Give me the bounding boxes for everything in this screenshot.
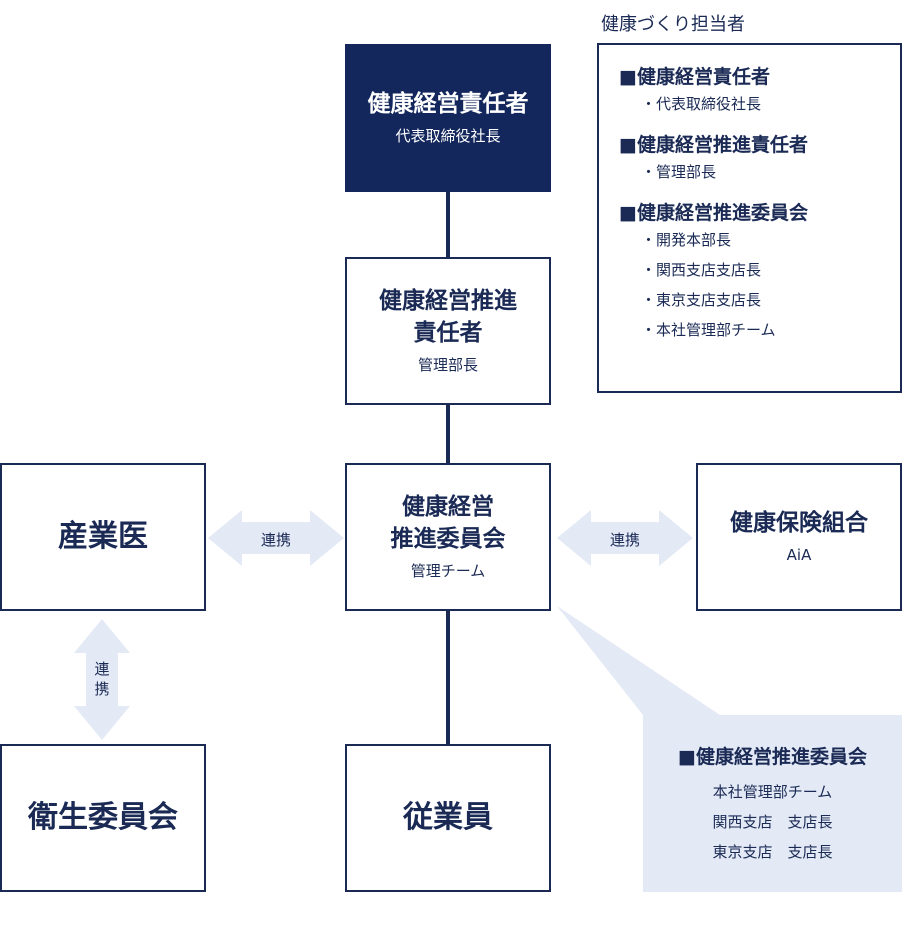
promo-lead-title-1: 健康経営推進: [379, 288, 517, 314]
safety-committee-title: 衛生委員会: [28, 800, 178, 835]
committee-title-2: 推進委員会: [390, 526, 506, 552]
doctor-title: 産業医: [58, 519, 148, 554]
legend-item: ・本社管理部チーム: [641, 321, 776, 339]
link-label-doctor-committee: 連携: [260, 531, 291, 549]
insurance-box: 健康保険組合 AiA: [696, 463, 902, 611]
callout-line: 東京支店 支店長: [712, 843, 833, 861]
employees-box: 従業員: [345, 744, 551, 892]
promo-lead-sub: 管理部長: [417, 356, 478, 374]
employees-title: 従業員: [403, 800, 493, 835]
callout-line: 本社管理部チーム: [712, 783, 833, 801]
committee-box: 健康経営 推進委員会 管理チーム: [345, 463, 551, 611]
legend-item: ・東京支店支店長: [641, 291, 762, 309]
link-label-committee-insurance: 連携: [609, 531, 640, 549]
double-arrow-doctor-committee: [208, 510, 344, 566]
connector-lead-committee: [446, 404, 450, 464]
legend-title: 健康づくり担当者: [601, 14, 745, 35]
callout-heading: ■健康経営推進委員会: [678, 746, 867, 768]
safety-committee-box: 衛生委員会: [0, 744, 206, 892]
legend-panel: ■健康経営責任者 ・代表取締役社長 ■健康経営推進責任者 ・管理部長 ■健康経営…: [597, 43, 902, 393]
connector-ceo-lead: [446, 192, 450, 257]
insurance-sub: AiA: [786, 546, 812, 564]
link-label-doctor-safety-2: 携: [94, 680, 110, 698]
promo-lead-box: 健康経営推進 責任者 管理部長: [345, 257, 551, 405]
double-arrow-committee-insurance: [557, 510, 693, 566]
legend-item: ・管理部長: [641, 163, 717, 181]
double-arrow-doctor-safety: [74, 619, 130, 740]
committee-title-1: 健康経営: [402, 494, 494, 520]
callout-line: 関西支店 支店長: [712, 813, 833, 831]
legend-item: ・関西支店支店長: [641, 261, 762, 279]
legend-item: ・代表取締役社長: [641, 95, 762, 113]
ceo-title: 健康経営責任者: [367, 91, 529, 117]
insurance-title: 健康保険組合: [730, 510, 868, 536]
promo-lead-title-2: 責任者: [413, 320, 483, 346]
committee-callout: ■健康経営推進委員会 本社管理部チーム 関西支店 支店長 東京支店 支店長: [643, 715, 902, 892]
committee-sub: 管理チーム: [410, 562, 486, 580]
legend-heading-ceo: ■健康経営責任者: [619, 66, 770, 88]
link-label-doctor-safety-1: 連: [94, 660, 110, 678]
legend-heading-committee: ■健康経営推進委員会: [619, 202, 808, 224]
ceo-sub: 代表取締役社長: [395, 127, 501, 145]
legend-heading-promo-lead: ■健康経営推進責任者: [619, 134, 808, 156]
ceo-box: 健康経営責任者 代表取締役社長: [345, 44, 551, 192]
connector-committee-employees: [446, 611, 450, 745]
doctor-box: 産業医: [0, 463, 206, 611]
legend-item: ・開発本部長: [641, 231, 732, 249]
